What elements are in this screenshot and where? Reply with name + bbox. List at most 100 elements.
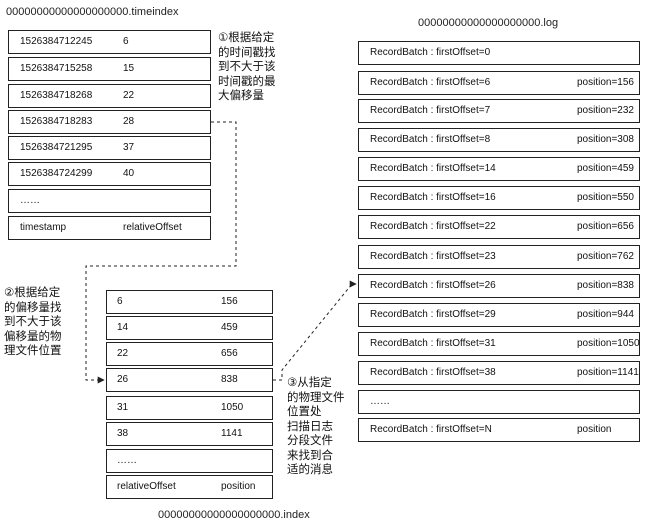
step1-line: ①根据给定 (218, 30, 275, 44)
index-offset: 26 (117, 374, 129, 385)
log-row: RecordBatch : firstOffset=31 position=10… (358, 332, 640, 356)
timeindex-offset: 15 (123, 63, 135, 74)
timeindex-offset: 37 (123, 142, 135, 153)
step1-line: 到不大于该 (218, 59, 276, 73)
record-batch-position: position=762 (577, 251, 634, 262)
step3-line: 适的消息 (287, 462, 333, 476)
record-batch-position: position=838 (577, 280, 634, 291)
log-row: RecordBatch : firstOffset=0 (358, 41, 640, 65)
log-row: RecordBatch : firstOffset=26 position=83… (358, 274, 640, 298)
log-row: RecordBatch : firstOffset=22 position=65… (358, 215, 640, 239)
log-row: RecordBatch : firstOffset=23 position=76… (358, 245, 640, 269)
index-position: 459 (221, 322, 238, 333)
log-row: RecordBatch : firstOffset=8 position=308 (358, 128, 640, 152)
record-batch-position: position (577, 424, 612, 435)
timeindex-offset: 40 (123, 168, 135, 179)
timeindex-timestamp: 1526384718283 (20, 116, 93, 127)
index-offset: 22 (117, 348, 129, 359)
record-batch-label: RecordBatch : firstOffset=8 (370, 134, 491, 145)
timeindex-row: 1526384715258 15 (8, 57, 211, 81)
record-batch-position: position=232 (577, 105, 634, 116)
index-header-row: relativeOffset position (106, 475, 273, 499)
record-batch-label: RecordBatch : firstOffset=7 (370, 105, 491, 116)
ellipsis: …… (20, 195, 40, 206)
record-batch-label: RecordBatch : firstOffset=22 (370, 221, 496, 232)
timestamp-column-label: timestamp (20, 222, 67, 233)
timeindex-timestamp: 1526384724299 (20, 168, 93, 179)
timeindex-row: 1526384718268 22 (8, 84, 211, 108)
index-offset: 6 (117, 296, 123, 307)
timeindex-offset: 6 (123, 36, 129, 47)
index-row: 22 656 (106, 342, 273, 366)
record-batch-label: RecordBatch : firstOffset=6 (370, 77, 491, 88)
log-row: RecordBatch : firstOffset=14 position=45… (358, 157, 640, 181)
record-batch-label: RecordBatch : firstOffset=23 (370, 251, 496, 262)
index-row: 6 156 (106, 290, 273, 314)
record-batch-position: position=156 (577, 77, 634, 88)
record-batch-label: RecordBatch : firstOffset=16 (370, 192, 496, 203)
record-batch-position: position=308 (577, 134, 634, 145)
log-title: 00000000000000000000.log (418, 17, 559, 29)
timeindex-title: 00000000000000000000.timeindex (6, 6, 179, 18)
record-batch-label: RecordBatch : firstOffset=14 (370, 163, 496, 174)
index-row: 38 1141 (106, 422, 273, 446)
timeindex-timestamp: 1526384721295 (20, 142, 93, 153)
step3-line: 位置处 (287, 404, 322, 418)
index-row: 26 838 (106, 368, 273, 392)
timeindex-header-row: timestamp relativeOffset (8, 216, 211, 240)
index-position: 1050 (221, 402, 244, 413)
timeindex-row: 1526384718283 28 (8, 110, 211, 134)
timeindex-timestamp: 1526384712245 (20, 36, 93, 47)
record-batch-position: position=1141 (577, 367, 639, 378)
record-batch-position: position=459 (577, 163, 634, 174)
step3-note: ③从指定 的物理文件 位置处 扫描日志 分段文件 来找到合 适的消息 (287, 375, 345, 477)
index-row: 31 1050 (106, 396, 273, 420)
step2-note: ②根据给定 的偏移量找 到不大于该 偏移量的物 理文件位置 (4, 285, 62, 358)
timeindex-offset: 22 (123, 90, 135, 101)
record-batch-label: RecordBatch : firstOffset=31 (370, 338, 496, 349)
index-ellipsis-row: …… (106, 449, 273, 473)
timeindex-timestamp: 1526384718268 (20, 90, 93, 101)
record-batch-label: RecordBatch : firstOffset=26 (370, 280, 496, 291)
timeindex-row: 1526384724299 40 (8, 162, 211, 186)
log-ellipsis-row: …… (358, 390, 640, 414)
step2-line: 的偏移量找 (4, 299, 62, 314)
index-position: 156 (221, 296, 238, 307)
log-row: RecordBatch : firstOffset=29 position=94… (358, 303, 640, 327)
index-title: 00000000000000000000.index (158, 509, 310, 521)
step1-line: 的时间戳找 (218, 44, 276, 59)
log-row: RecordBatch : firstOffset=7 position=232 (358, 99, 640, 123)
ellipsis: …… (370, 396, 390, 407)
timeindex-to-index-arrow (85, 121, 237, 384)
step2-line: 到不大于该 (4, 314, 62, 328)
index-offset: 31 (117, 402, 129, 413)
index-row: 14 459 (106, 316, 273, 340)
log-row: RecordBatch : firstOffset=6 position=156 (358, 71, 640, 95)
timeindex-offset: 28 (123, 116, 135, 127)
step2-line: ②根据给定 (4, 285, 61, 299)
position-column-label: position (221, 481, 256, 492)
timeindex-row: 1526384712245 6 (8, 30, 211, 54)
step1-note: ①根据给定 的时间戳找 到不大于该 时间戳的最 大偏移量 (218, 30, 276, 103)
ellipsis: …… (117, 455, 137, 466)
relative-offset-column-label: relativeOffset (117, 481, 176, 492)
index-offset: 38 (117, 428, 129, 439)
step3-line: 来找到合 (287, 447, 333, 462)
record-batch-position: position=656 (577, 221, 634, 232)
step2-line: 偏移量的物 (4, 328, 62, 343)
step3-line: 的物理文件 (287, 389, 345, 404)
record-batch-position: position=944 (577, 309, 634, 320)
timeindex-ellipsis-row: …… (8, 189, 211, 213)
relative-offset-column-label: relativeOffset (123, 222, 182, 233)
record-batch-position: position=550 (577, 192, 634, 203)
index-to-log-arrow (273, 280, 357, 381)
step1-line: 时间戳的最 (218, 73, 276, 88)
step3-line: 分段文件 (287, 433, 333, 447)
step1-line: 大偏移量 (218, 88, 264, 102)
index-position: 1141 (221, 428, 243, 439)
log-row: RecordBatch : firstOffset=38 position=11… (358, 361, 640, 385)
record-batch-label: RecordBatch : firstOffset=38 (370, 367, 496, 378)
timeindex-timestamp: 1526384715258 (20, 63, 93, 74)
step2-line: 理文件位置 (4, 343, 62, 357)
